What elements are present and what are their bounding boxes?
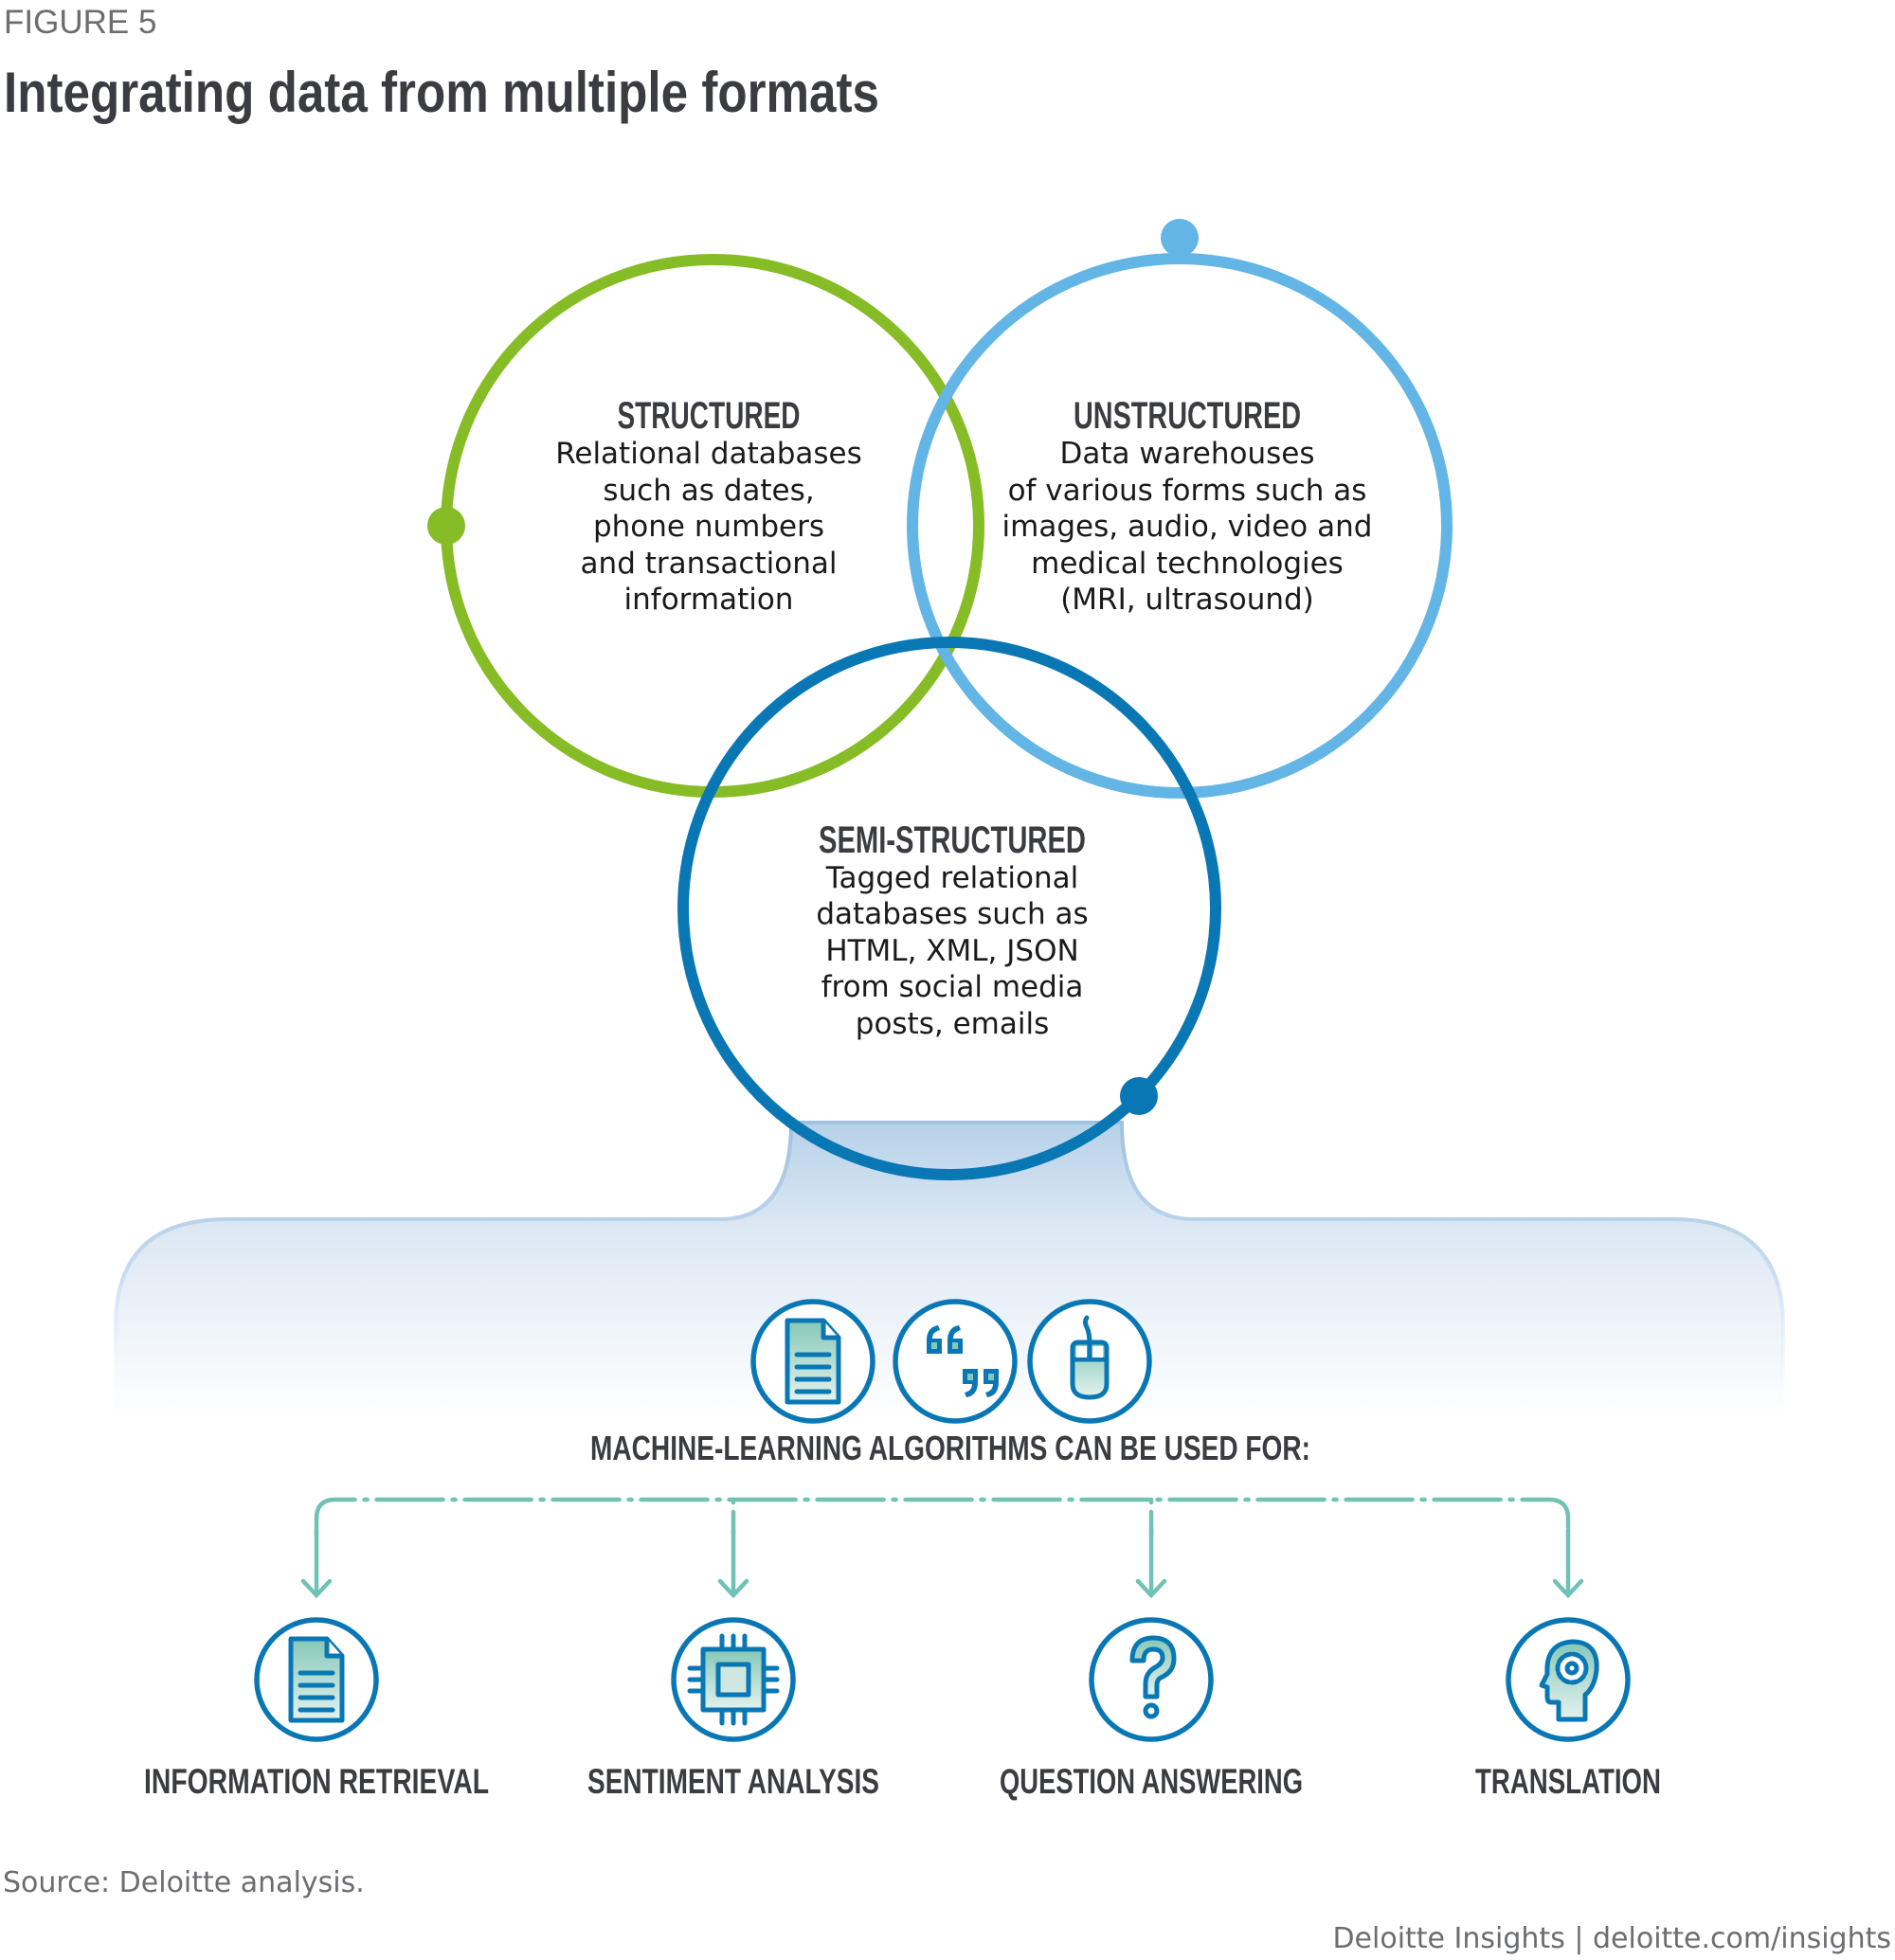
unstructured-line: Data warehouses [1060, 437, 1315, 471]
algorithms-panel [114, 1121, 1785, 1442]
head-gear-icon [1539, 1639, 1599, 1722]
mouse-icon [1070, 1315, 1110, 1400]
structured-dot [427, 507, 465, 545]
structured-line: and transactional [581, 547, 838, 581]
unstructured-line: medical technologies [1031, 547, 1344, 581]
semi-structured-line: posts, emails [856, 1007, 1049, 1041]
use-label: SENTIMENT ANALYSIS [587, 1762, 879, 1801]
structured-line: Relational databases [555, 437, 862, 471]
structured-text: STRUCTURED Relational databases such as … [555, 395, 862, 617]
structured-heading: STRUCTURED [618, 395, 801, 437]
arrow-down-icon [1552, 1578, 1584, 1599]
use-translation: TRANSLATION [1475, 1617, 1661, 1801]
unstructured-line: images, audio, video and [1002, 510, 1373, 544]
structured-line: such as dates, [603, 474, 814, 508]
unstructured-text: UNSTRUCTURED Data warehouses of various … [1002, 395, 1373, 617]
arrow-down-icon [717, 1578, 749, 1599]
semi-structured-line: databases such as [816, 897, 1088, 931]
semi-structured-line: from social media [821, 970, 1084, 1004]
use-label: QUESTION ANSWERING [1000, 1762, 1303, 1801]
source-icon-document [750, 1299, 875, 1424]
semi-structured-line: HTML, XML, JSON [825, 934, 1078, 968]
chip-icon [687, 1633, 780, 1726]
source-icon-mouse [1027, 1299, 1152, 1424]
arrow-down-icon [300, 1578, 333, 1599]
ml-heading: MACHINE-LEARNING ALGORITHMS CAN BE USED … [590, 1429, 1310, 1467]
semi-structured-dot [1120, 1077, 1158, 1115]
document-icon [785, 1318, 841, 1405]
structured-line: information [624, 583, 794, 617]
semi-structured-heading: SEMI-STRUCTURED [819, 819, 1086, 861]
quote-icon [927, 1325, 999, 1397]
connector-lines [300, 1497, 1584, 1599]
use-label: TRANSLATION [1475, 1762, 1661, 1801]
document-icon [288, 1636, 345, 1723]
use-label: INFORMATION RETRIEVAL [144, 1762, 489, 1801]
use-sentiment-analysis: SENTIMENT ANALYSIS [587, 1617, 879, 1801]
footer-credit: Deloitte Insights | deloitte.com/insight… [1332, 1922, 1891, 1955]
semi-structured-ring [677, 637, 1221, 1180]
unstructured-dot [1161, 219, 1199, 257]
icon-ring [893, 1299, 1018, 1424]
question-icon [1129, 1635, 1177, 1719]
source-note: Source: Deloitte analysis. [3, 1866, 365, 1899]
unstructured-ring [907, 253, 1453, 799]
figure-label: FIGURE 5 [4, 4, 156, 41]
unstructured-heading: UNSTRUCTURED [1074, 395, 1301, 437]
semi-structured-text: SEMI-STRUCTURED Tagged relational databa… [816, 819, 1088, 1041]
structured-line: phone numbers [593, 510, 824, 544]
source-icon-quote [893, 1299, 1018, 1424]
use-information-retrieval: INFORMATION RETRIEVAL [144, 1617, 489, 1801]
semi-structured-line: Tagged relational [825, 861, 1079, 895]
arrow-down-icon [1135, 1578, 1167, 1599]
unstructured-line: (MRI, ultrasound) [1060, 583, 1314, 617]
unstructured-line: of various forms such as [1008, 474, 1367, 508]
page-title: Integrating data from multiple formats [4, 61, 879, 124]
use-question-answering: QUESTION ANSWERING [1000, 1617, 1303, 1801]
